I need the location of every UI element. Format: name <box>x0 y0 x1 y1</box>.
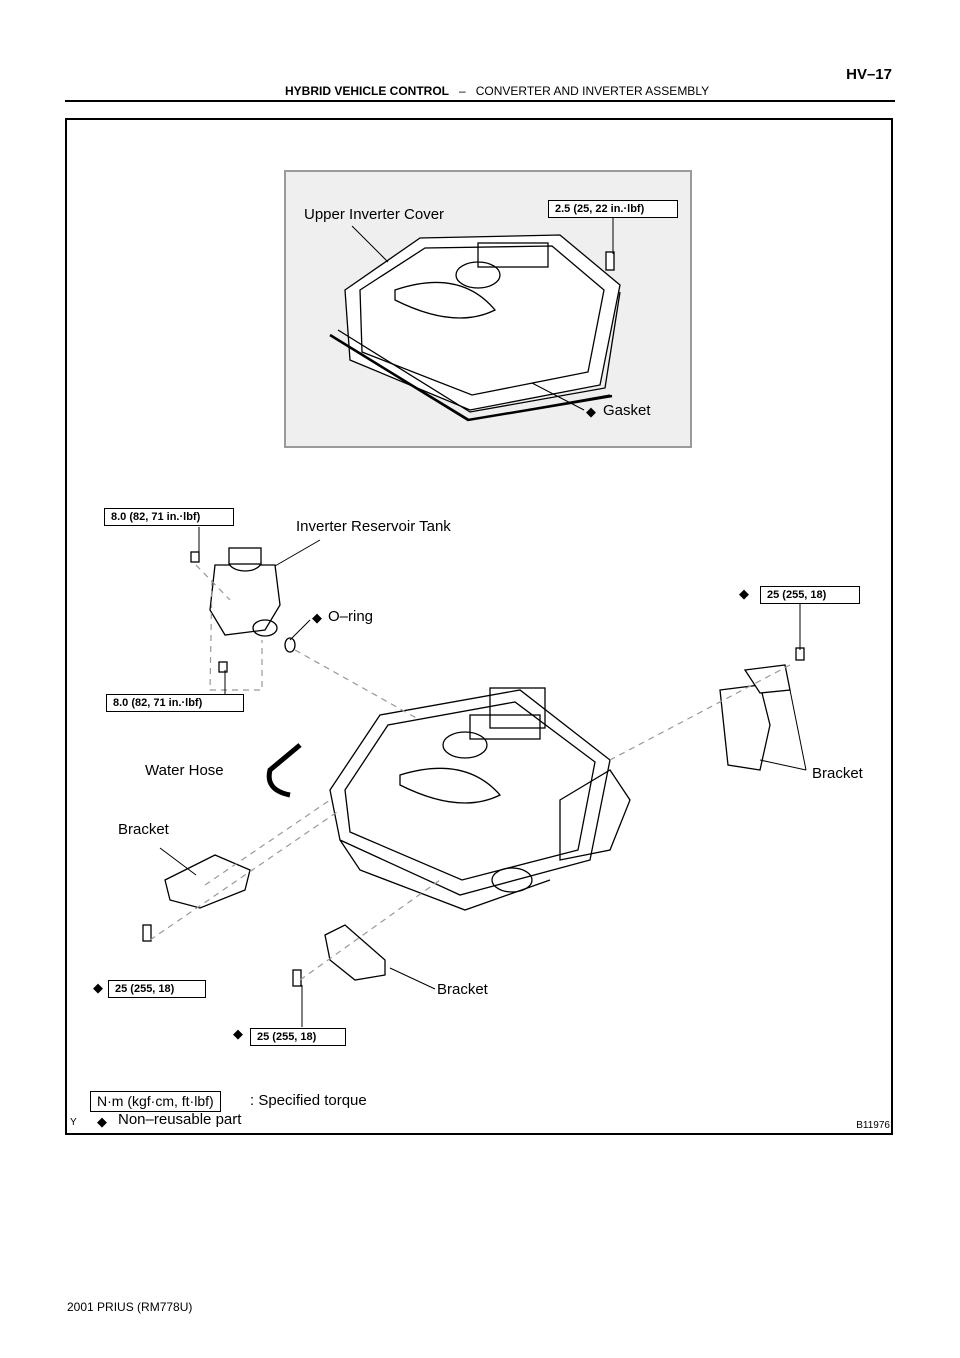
header-section: HYBRID VEHICLE CONTROL <box>285 84 450 98</box>
figure-code: B11976 <box>856 1120 890 1131</box>
page-header: HYBRID VEHICLE CONTROL–CONVERTER AND INV… <box>285 84 709 98</box>
label-o-ring: O–ring <box>328 608 374 625</box>
torque-right-bracket-bolt: 25 (255, 18) <box>760 586 860 604</box>
nonreusable-icon: ◆ <box>739 586 749 601</box>
corner-mark: Y <box>70 1117 77 1128</box>
header-separator: – <box>459 84 466 98</box>
nonreusable-icon: ◆ <box>93 980 103 995</box>
label-bracket-bottom: Bracket <box>437 981 488 998</box>
header-rule <box>65 100 895 102</box>
torque-tank-top-bolt: 8.0 (82, 71 in.·lbf) <box>104 508 234 526</box>
label-upper-inverter-cover: Upper Inverter Cover <box>304 206 445 223</box>
label-water-hose: Water Hose <box>145 762 224 779</box>
torque-bottom-bracket-bolt: 25 (255, 18) <box>250 1028 346 1046</box>
label-inverter-reservoir-tank: Inverter Reservoir Tank <box>296 518 451 535</box>
footer-model: 2001 PRIUS (RM778U) <box>67 1300 193 1314</box>
torque-cover-bolt: 2.5 (25, 22 in.·lbf) <box>548 200 678 218</box>
legend-torque-box: N·m (kgf·cm, ft·lbf) <box>90 1091 221 1112</box>
label-bracket-right: Bracket <box>812 765 863 782</box>
legend-torque-desc: : Specified torque <box>250 1092 367 1109</box>
upper-cover-shape <box>344 234 621 411</box>
label-gasket: Gasket <box>603 402 651 419</box>
torque-tank-bottom-bolt: 8.0 (82, 71 in.·lbf) <box>106 694 244 712</box>
page-number: HV–17 <box>846 66 892 83</box>
figure-frame <box>65 118 893 1135</box>
nonreusable-icon: ◆ <box>233 1026 243 1041</box>
nonreusable-icon: ◆ <box>586 404 596 419</box>
label-bracket-left: Bracket <box>118 821 169 838</box>
legend-nonreusable-desc: Non–reusable part <box>118 1111 242 1128</box>
torque-left-bracket-bolt: 25 (255, 18) <box>108 980 206 998</box>
nonreusable-icon: ◆ <box>312 610 322 625</box>
header-subsection: CONVERTER AND INVERTER ASSEMBLY <box>475 84 710 98</box>
legend-nonreusable-icon: ◆ <box>97 1114 107 1129</box>
reservoir-tank-shape <box>209 564 281 636</box>
